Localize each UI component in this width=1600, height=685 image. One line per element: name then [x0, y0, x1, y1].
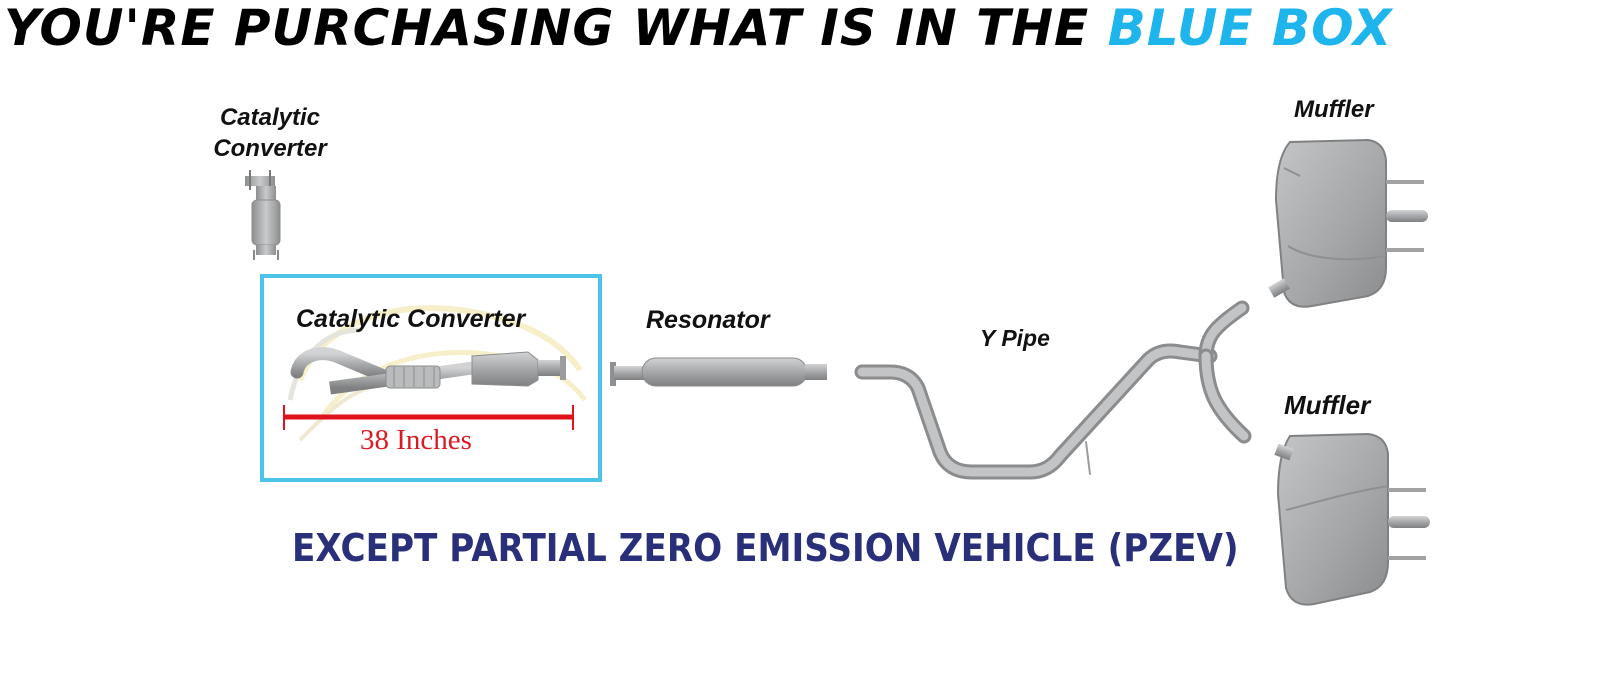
catalytic-converter-selected-part: [290, 347, 566, 395]
y-pipe-part: [854, 300, 1252, 480]
label-muffler-lower: Muffler: [1284, 390, 1371, 420]
headline-highlight: BLUE BOX: [1107, 0, 1393, 57]
label-y-pipe: Y Pipe: [980, 325, 1050, 351]
label-muffler-upper: Muffler: [1294, 96, 1374, 123]
headline-prefix: YOU'RE PURCHASING WHAT IS IN THE: [4, 0, 1090, 57]
headline: YOU'RE PURCHASING WHAT IS IN THE BLUE BO…: [4, 0, 1596, 58]
label-line-1: Catalytic: [219, 104, 321, 131]
muffler-lower-part: [1274, 432, 1430, 606]
catalytic-converter-upstream-part: [245, 170, 281, 260]
measurement-label: 38 Inches: [360, 424, 472, 456]
label-catalytic-converter-selected: Catalytic Converter: [296, 305, 526, 333]
label-line-2: Converter: [213, 135, 327, 162]
resonator-part: [610, 357, 827, 387]
blue-selection-box: [260, 274, 602, 482]
muffler-upper-part: [1268, 138, 1428, 308]
pzev-exception-note: EXCEPT PARTIAL ZERO EMISSION VEHICLE (PZ…: [292, 526, 1239, 570]
label-resonator: Resonator: [646, 306, 770, 334]
measurement-bar: [283, 405, 574, 430]
